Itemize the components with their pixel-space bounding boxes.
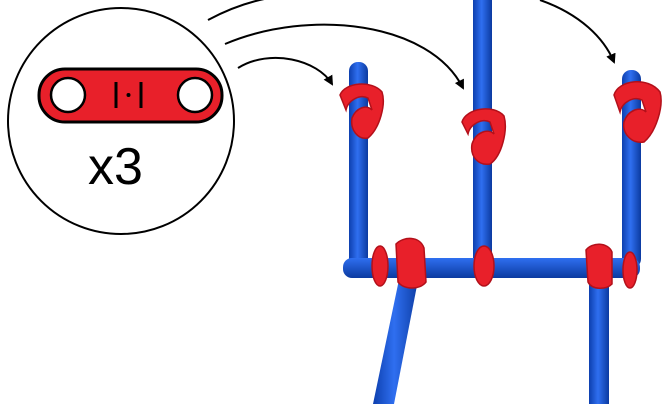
- callout-bubble: x3: [7, 7, 235, 235]
- quantity-label: x3: [88, 138, 143, 196]
- red-connector-piece-icon: [37, 67, 224, 124]
- straw-leg-right: [589, 270, 609, 404]
- red-connectors: [339, 80, 662, 289]
- arrow-right: [207, 0, 265, 21]
- clip-left: [339, 83, 384, 139]
- joint-left-a: [371, 245, 389, 287]
- arrow-right-tail: [539, 0, 616, 64]
- arrow-left: [237, 56, 334, 86]
- straw-structure: [343, 0, 641, 404]
- arrow-middle: [224, 23, 464, 90]
- clip-middle: [461, 108, 506, 165]
- clip-right: [613, 80, 662, 143]
- joint-right-b: [622, 251, 638, 289]
- straw-leg-left: [373, 270, 420, 404]
- arrows: [207, 0, 616, 90]
- joint-right-a: [585, 243, 613, 289]
- joint-left-b: [395, 237, 427, 289]
- joint-middle: [473, 245, 495, 287]
